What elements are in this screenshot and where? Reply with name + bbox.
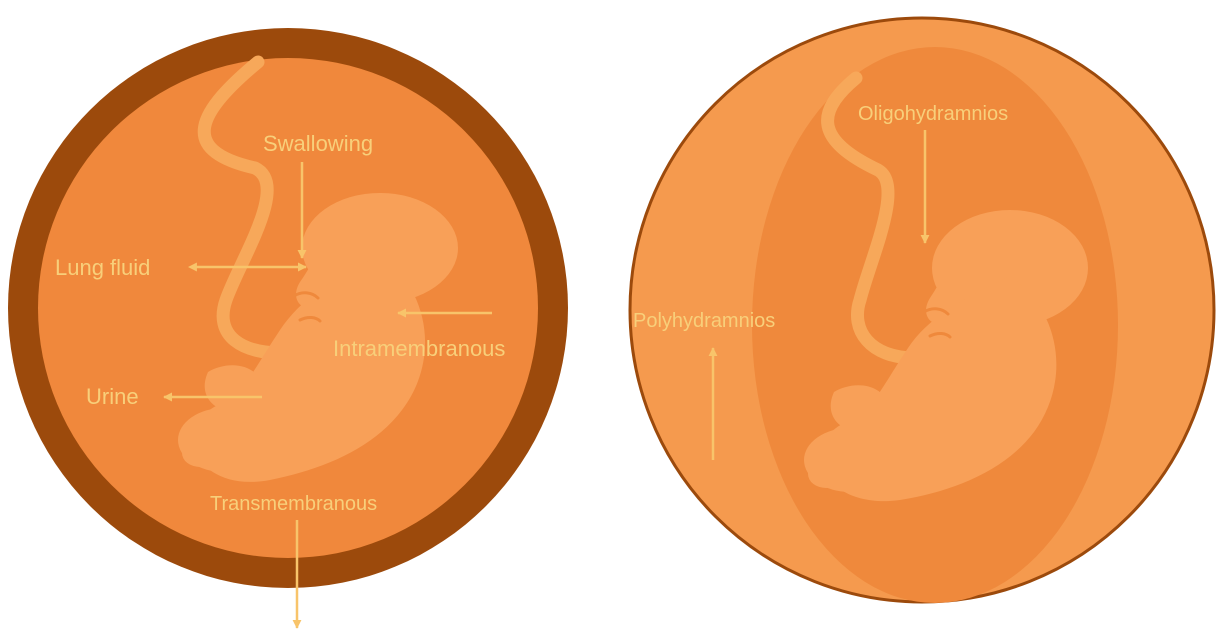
oligohydramnios-label: Oligohydramnios <box>858 104 1008 124</box>
lung-fluid-label: Lung fluid <box>55 257 150 279</box>
left-panel <box>8 28 568 628</box>
polyhydramnios-label: Polyhydramnios <box>633 311 775 331</box>
swallowing-label: Swallowing <box>263 133 373 155</box>
transmembranous-label: Transmembranous <box>210 494 377 514</box>
intramembranous-label: Intramembranous <box>333 338 505 360</box>
urine-label: Urine <box>86 386 139 408</box>
